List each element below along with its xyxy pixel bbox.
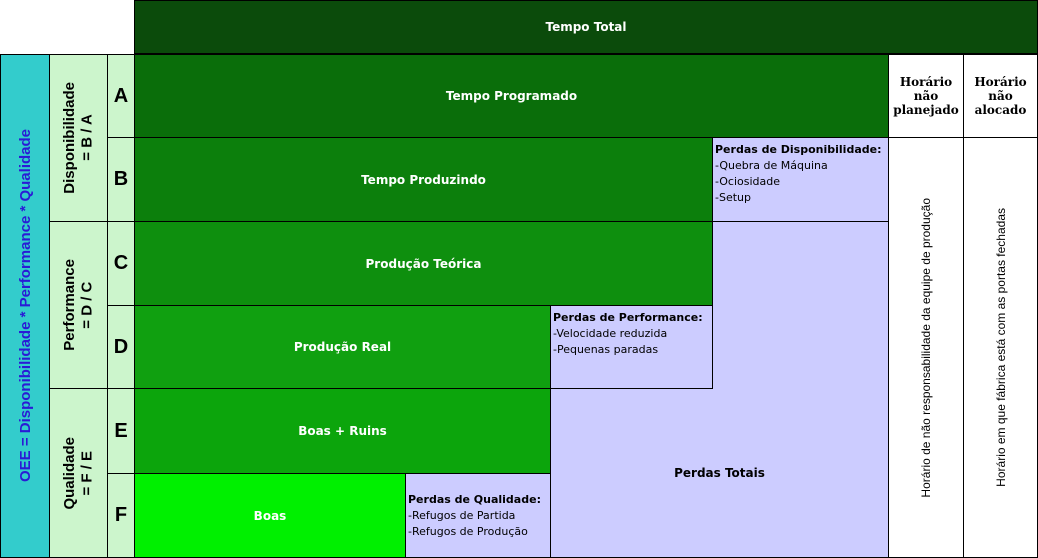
- row-letter-f-text: F: [114, 504, 128, 526]
- row-letter-a: A: [107, 54, 135, 138]
- row-letter-e-text: E: [114, 419, 128, 442]
- perdas-qualidade: Perdas de Qualidade: -Refugos de Partida…: [405, 473, 551, 558]
- nota-nao-planejado-text: Horário de não responsabilidade da equip…: [919, 197, 933, 498]
- horario-nao-alocado-header: Horário não alocado: [963, 54, 1038, 138]
- bar-boas-ruins: Boas + Ruins: [134, 388, 551, 474]
- oee-formula-band: OEE = Disponibilidade * Performance * Qu…: [0, 54, 50, 558]
- perdas-totais-upper: [712, 221, 889, 389]
- oee-formula-label: OEE = Disponibilidade * Performance * Qu…: [16, 129, 34, 483]
- row-letter-d: D: [107, 305, 135, 389]
- row-letter-e: E: [107, 388, 135, 474]
- horario-nao-planejado-header: Horário não planejado: [888, 54, 964, 138]
- tempo-total-label: Tempo Total: [545, 20, 627, 34]
- perdas-disponibilidade-item: -Quebra de Máquina: [715, 159, 828, 172]
- perdas-totais-region: Perdas Totais: [550, 388, 889, 558]
- metric-disponibilidade-name: Disponibilidade: [61, 82, 79, 194]
- nota-nao-alocado-text: Horário em que fábrica está com as porta…: [993, 208, 1008, 487]
- metric-qualidade-name: Qualidade: [61, 436, 79, 510]
- row-letter-c-text: C: [113, 252, 129, 274]
- nota-nao-planejado: Horário de não responsabilidade da equip…: [888, 137, 964, 558]
- perdas-performance-title: Perdas de Performance:: [553, 311, 703, 324]
- perdas-totais-label: Perdas Totais: [674, 466, 765, 480]
- perdas-totais-seam: [713, 386, 888, 390]
- perdas-qualidade-item: -Refugos de Produção: [408, 525, 528, 538]
- metric-performance-name: Performance: [61, 259, 79, 351]
- metric-qualidade-formula: = F / E: [78, 450, 96, 496]
- bar-boas: Boas: [134, 473, 406, 558]
- row-letter-f: F: [107, 473, 135, 558]
- bar-boas-label: Boas: [253, 508, 287, 523]
- metric-qualidade: Qualidade = F / E: [49, 388, 108, 558]
- perdas-disponibilidade-title: Perdas de Disponibilidade:: [715, 143, 882, 156]
- bar-producao-teorica: Produção Teórica: [134, 221, 713, 306]
- row-letter-c: C: [107, 221, 135, 306]
- bar-tempo-programado-label: Tempo Programado: [445, 89, 578, 103]
- horario-nao-alocado-label: Horário não alocado: [974, 75, 1027, 117]
- metric-performance-formula: = D / C: [78, 281, 96, 329]
- perdas-performance: Perdas de Performance: -Velocidade reduz…: [550, 305, 713, 389]
- metric-disponibilidade: Disponibilidade = B / A: [49, 54, 108, 222]
- row-letter-d-text: D: [113, 335, 129, 358]
- bar-tempo-programado: Tempo Programado: [134, 54, 889, 138]
- perdas-qualidade-title: Perdas de Qualidade:: [408, 493, 541, 506]
- perdas-disponibilidade-item: -Ociosidade: [715, 175, 781, 188]
- bar-producao-real: Produção Real: [134, 305, 551, 389]
- perdas-qualidade-item: -Refugos de Partida: [408, 509, 516, 522]
- nota-nao-alocado: Horário em que fábrica está com as porta…: [963, 137, 1038, 558]
- bar-boas-ruins-label: Boas + Ruins: [298, 424, 387, 438]
- tempo-total-header: Tempo Total: [134, 0, 1038, 54]
- bar-producao-real-label: Produção Real: [293, 340, 392, 354]
- bar-tempo-produzindo-label: Tempo Produzindo: [361, 172, 486, 187]
- row-letter-a-text: A: [113, 84, 129, 107]
- perdas-disponibilidade: Perdas de Disponibilidade: -Quebra de Má…: [712, 137, 889, 222]
- metric-performance: Performance = D / C: [49, 221, 108, 389]
- perdas-disponibilidade-item: -Setup: [715, 191, 751, 204]
- perdas-performance-item: -Velocidade reduzida: [553, 327, 668, 340]
- bar-producao-teorica-label: Produção Teórica: [365, 256, 482, 271]
- horario-nao-planejado-label: Horário não planejado: [893, 75, 959, 117]
- metric-disponibilidade-formula: = B / A: [78, 114, 96, 162]
- row-letter-b-text: B: [113, 168, 129, 190]
- row-letter-b: B: [107, 137, 135, 222]
- bar-tempo-produzindo: Tempo Produzindo: [134, 137, 713, 222]
- perdas-performance-item: -Pequenas paradas: [553, 343, 659, 356]
